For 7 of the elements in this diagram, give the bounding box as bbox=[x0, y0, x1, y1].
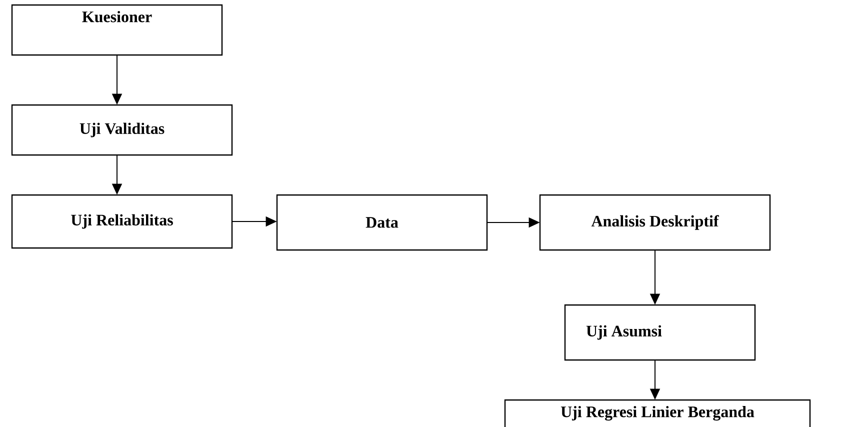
process-box: Data bbox=[276, 194, 488, 251]
process-box: Analisis Deskriptif bbox=[539, 194, 771, 251]
process-box: Uji Reliabilitas bbox=[11, 194, 233, 249]
process-box: Uji Asumsi bbox=[564, 304, 756, 361]
process-box: Uji Validitas bbox=[11, 104, 233, 156]
process-box: Kuesioner bbox=[11, 4, 223, 56]
process-box: Uji Regresi Linier Berganda bbox=[504, 399, 811, 427]
